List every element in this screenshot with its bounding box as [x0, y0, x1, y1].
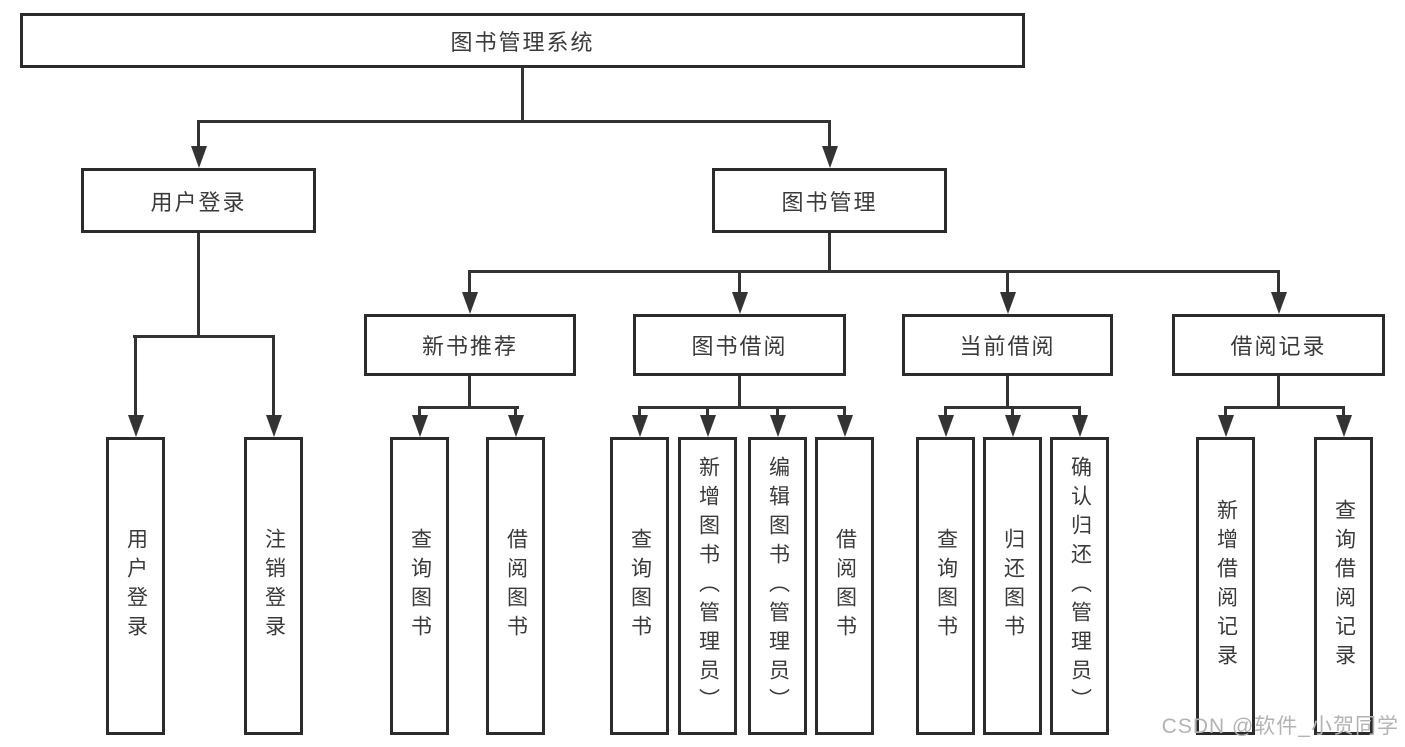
arrow-down-icon — [266, 415, 282, 437]
leaf-newbook-borrow: 借阅图书 — [486, 437, 545, 735]
connector-line — [468, 270, 471, 296]
arrow-down-icon — [632, 415, 648, 437]
connector-line — [197, 120, 831, 123]
connector-line — [418, 406, 519, 409]
connector-line — [1224, 406, 1345, 409]
arrow-down-icon — [1000, 292, 1016, 314]
connector-line — [1006, 270, 1009, 296]
node-book-borrow: 图书借阅 — [633, 314, 846, 376]
node-root: 图书管理系统 — [20, 13, 1025, 68]
arrow-down-icon — [732, 292, 748, 314]
leaf-borrow-query: 查询图书 — [610, 437, 669, 735]
connector-line — [134, 335, 137, 422]
arrow-down-icon — [837, 415, 853, 437]
arrow-down-icon — [700, 415, 716, 437]
csdn-watermark: CSDN @软件_小贺同学 — [1161, 715, 1399, 738]
leaf-current-query: 查询图书 — [916, 437, 975, 735]
connector-line — [133, 335, 275, 338]
connector-line — [843, 406, 846, 420]
arrow-down-icon — [822, 146, 838, 168]
connector-line — [1006, 376, 1009, 409]
arrow-down-icon — [508, 415, 524, 437]
connector-line — [468, 376, 471, 409]
connector-line — [638, 406, 641, 420]
connector-line — [197, 233, 200, 337]
connector-line — [514, 406, 517, 420]
arrow-down-icon — [1005, 415, 1021, 437]
connector-line — [738, 376, 741, 409]
connector-line — [1078, 406, 1081, 420]
connector-line — [1342, 406, 1345, 420]
connector-line — [1277, 270, 1280, 296]
connector-line — [1277, 376, 1280, 409]
arrow-down-icon — [1218, 415, 1234, 437]
arrow-down-icon — [462, 292, 478, 314]
connector-line — [469, 270, 1279, 273]
connector-line — [776, 406, 779, 420]
connector-line — [418, 406, 421, 420]
node-user-login: 用户登录 — [81, 168, 316, 233]
connector-line — [272, 335, 275, 422]
leaf-user-login: 用户登录 — [106, 437, 165, 735]
node-borrow-records: 借阅记录 — [1172, 314, 1385, 376]
leaf-record-add: 新增借阅记录 — [1196, 437, 1255, 735]
arrow-down-icon — [1336, 415, 1352, 437]
leaf-logout: 注销登录 — [244, 437, 303, 735]
connector-line — [738, 270, 741, 296]
arrow-down-icon — [412, 415, 428, 437]
arrow-down-icon — [1072, 415, 1088, 437]
leaf-borrow-add-admin: 新增图书（管理员） — [678, 437, 737, 735]
node-book-management: 图书管理 — [712, 168, 947, 233]
connector-line — [944, 406, 947, 420]
leaf-record-query: 查询借阅记录 — [1314, 437, 1373, 735]
arrow-down-icon — [1271, 292, 1287, 314]
connector-line — [828, 120, 831, 152]
leaf-current-confirm-admin: 确认归还（管理员） — [1050, 437, 1109, 735]
leaf-newbook-query: 查询图书 — [390, 437, 449, 735]
connector-line — [828, 233, 831, 273]
leaf-borrow-book: 借阅图书 — [815, 437, 874, 735]
connector-line — [197, 120, 200, 152]
leaf-current-return: 归还图书 — [983, 437, 1042, 735]
connector-line — [706, 406, 709, 420]
connector-line — [638, 406, 846, 409]
arrow-down-icon — [128, 415, 144, 437]
arrow-down-icon — [770, 415, 786, 437]
connector-line — [1011, 406, 1014, 420]
connector-line — [521, 68, 524, 123]
node-current-borrow: 当前借阅 — [902, 314, 1113, 376]
arrow-down-icon — [938, 415, 954, 437]
arrow-down-icon — [191, 146, 207, 168]
connector-line — [1224, 406, 1227, 420]
leaf-borrow-edit-admin: 编辑图书（管理员） — [748, 437, 807, 735]
node-new-book-recommend: 新书推荐 — [364, 314, 576, 376]
